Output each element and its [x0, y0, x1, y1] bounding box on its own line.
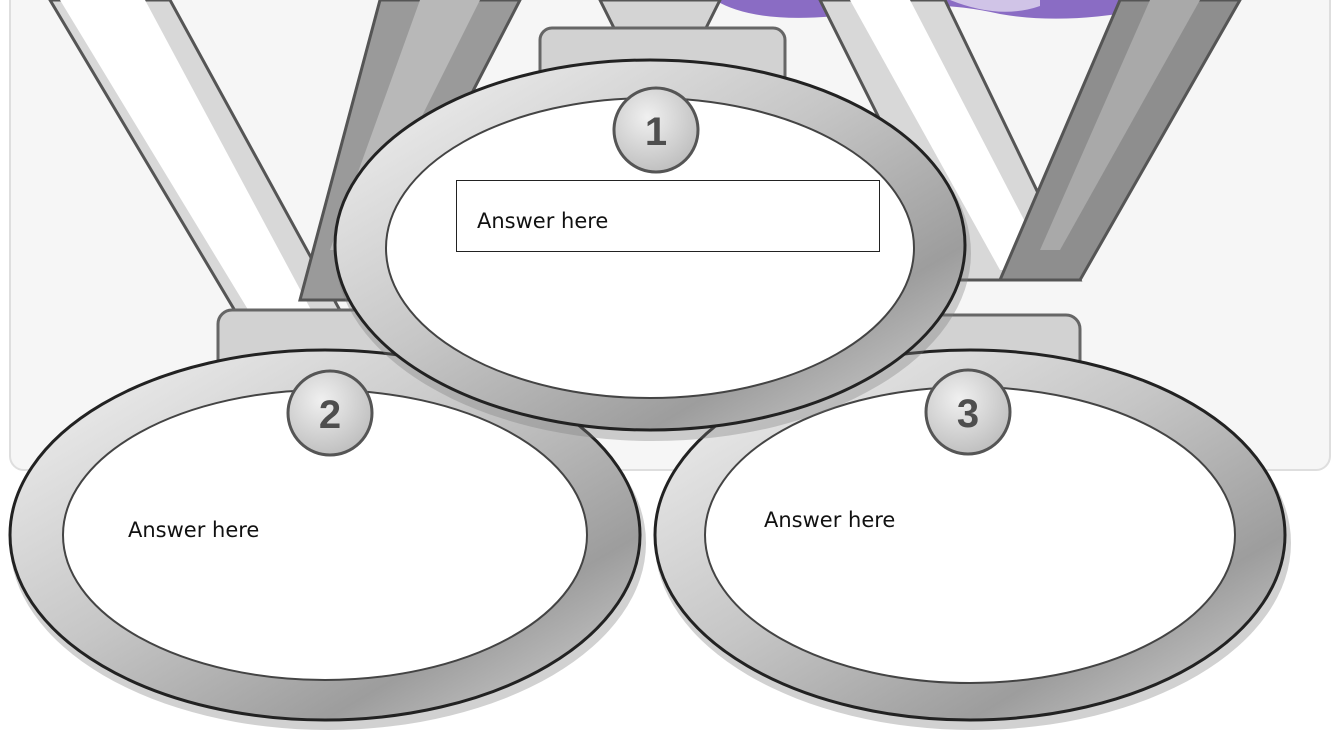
- answer-1-field[interactable]: Answer here: [456, 180, 880, 252]
- answer-1-text: Answer here: [477, 209, 608, 233]
- medal-2-number: 2: [319, 393, 341, 437]
- answer-3-field[interactable]: Answer here: [764, 510, 895, 531]
- medal-3-number: 3: [957, 392, 979, 436]
- answer-2-field[interactable]: Answer here: [128, 520, 259, 541]
- medal-1-number: 1: [645, 110, 667, 154]
